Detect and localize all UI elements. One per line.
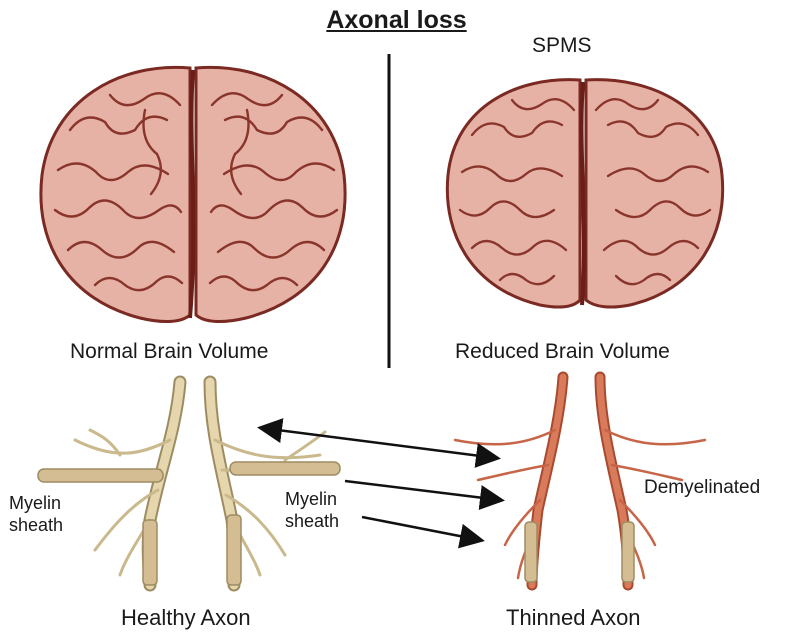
myelin-arrow-2	[361, 515, 485, 549]
diagram-title: Axonal loss	[326, 6, 467, 34]
thinned-axon-illustration	[453, 371, 707, 591]
myelin-middle-line1: Myelin	[285, 489, 338, 509]
myelin-sheath-label-middle: Myelin sheath	[285, 488, 339, 532]
normal-brain-illustration	[39, 65, 347, 324]
healthy-axon-illustration	[37, 375, 341, 592]
myelin-sheath-label-left: Myelin sheath	[9, 492, 63, 536]
thinned-axon-label: Thinned Axon	[506, 605, 641, 630]
myelin-left-line2: sheath	[9, 515, 64, 535]
healthy-axon-label: Healthy Axon	[121, 605, 251, 630]
spms-header: SPMS	[532, 34, 592, 57]
comparison-arrow-double	[257, 418, 501, 468]
normal-brain-label: Normal Brain Volume	[70, 340, 269, 363]
reduced-brain-illustration	[445, 78, 725, 309]
demyelinated-label: Demyelinated	[644, 477, 761, 498]
myelin-arrow-1	[344, 479, 505, 510]
reduced-brain-label: Reduced Brain Volume	[455, 340, 670, 363]
myelin-middle-line2: sheath	[285, 511, 340, 531]
myelin-left-line1: Myelin	[9, 493, 62, 513]
